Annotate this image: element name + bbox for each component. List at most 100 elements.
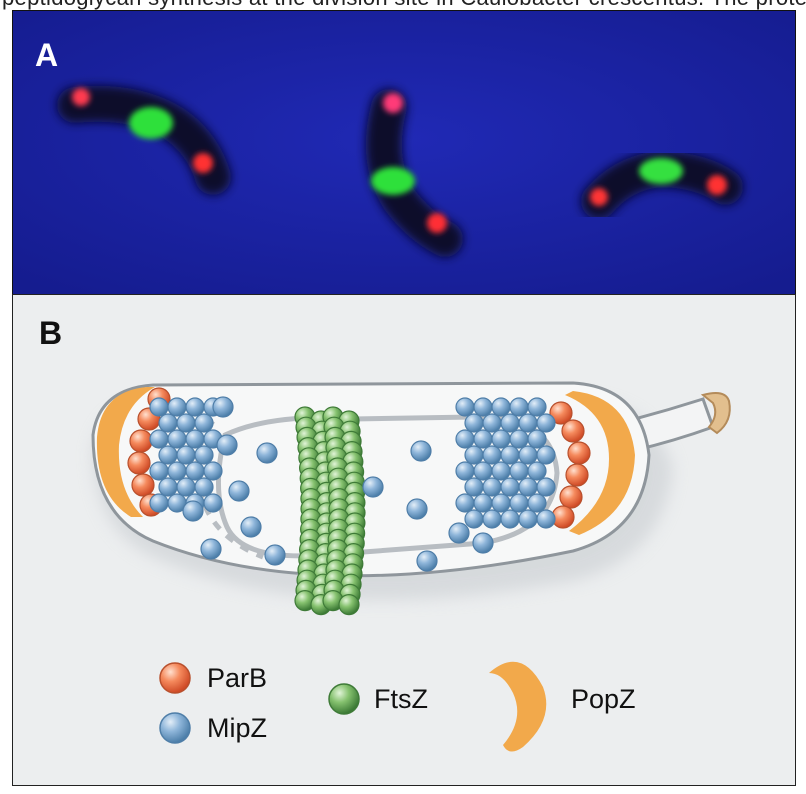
mipz-particle [509, 461, 529, 481]
mipz-particle [182, 500, 204, 522]
cell-2-green-band [371, 167, 415, 195]
mipz-particle [455, 397, 475, 417]
parb-particle [561, 419, 585, 443]
cell-1-red-pole [72, 88, 90, 106]
legend-mipz-symbol [159, 712, 191, 744]
mipz-particle [536, 445, 556, 465]
parb-particle [549, 401, 573, 425]
legend-ftsz-symbol [328, 683, 360, 715]
mipz-particle [518, 445, 538, 465]
cell-schematic [91, 381, 731, 752]
mipz-particle [448, 522, 470, 544]
panel-a-label: A [35, 37, 59, 73]
mipz-particle [473, 429, 493, 449]
cell-1-red-pole-2 [193, 153, 213, 173]
ftsz-monomer [338, 594, 360, 616]
mipz-particle [149, 493, 169, 513]
mipz-particle [472, 532, 494, 554]
mipz-particle [406, 498, 428, 520]
cell-2-red-pole-2 [427, 213, 447, 233]
mipz-particle [203, 493, 223, 513]
caption-text: peptidoglycan synthesis at the division … [2, 0, 806, 10]
popz-new-pole [565, 391, 635, 535]
mipz-particle [464, 509, 484, 529]
mipz-particle [509, 429, 529, 449]
mipz-particle [473, 397, 493, 417]
legend-parb-label: ParB [207, 663, 268, 693]
legend-mipz-label: MipZ [207, 713, 267, 743]
mipz-particle [464, 413, 484, 433]
cell-2-red-pole [383, 93, 403, 113]
micrograph-image [13, 11, 795, 295]
mipz-particle [527, 493, 547, 513]
parb-particle [131, 473, 155, 497]
mipz-particle [518, 477, 538, 497]
cell-3-red-pole [590, 188, 608, 206]
mipz-particle [482, 509, 502, 529]
mipz-particle [500, 477, 520, 497]
mipz-particle [536, 509, 556, 529]
mipz-particle [176, 413, 196, 433]
ftsz-ring [294, 406, 366, 616]
mipz-particle [527, 461, 547, 481]
mipz-cluster [149, 396, 556, 572]
mipz-particle [536, 413, 556, 433]
legend-popz-symbol [489, 661, 547, 752]
cell-1-green-band [129, 107, 173, 139]
mipz-particle [416, 550, 438, 572]
mipz-particle [473, 493, 493, 513]
mipz-particle [149, 429, 169, 449]
mipz-particle [482, 413, 502, 433]
mipz-particle [149, 397, 169, 417]
mipz-particle [167, 461, 187, 481]
mipz-particle [464, 445, 484, 465]
parb-particle [565, 463, 589, 487]
caption-fragment: peptidoglycan synthesis at the division … [0, 0, 806, 10]
mipz-particle [491, 429, 511, 449]
cell-1 [57, 85, 231, 195]
mipz-particle [149, 461, 169, 481]
mipz-particle [158, 413, 178, 433]
parb-particle [129, 429, 153, 453]
mipz-particle [185, 461, 205, 481]
mipz-particle [455, 493, 475, 513]
panel-b-label: B [39, 315, 63, 351]
mipz-particle [491, 461, 511, 481]
mipz-particle [212, 396, 234, 418]
cell-3 [581, 150, 743, 219]
mipz-particle [185, 429, 205, 449]
parb-particle [567, 441, 591, 465]
mipz-particle [216, 434, 238, 456]
mipz-particle [491, 397, 511, 417]
mipz-particle [527, 429, 547, 449]
mipz-particle [491, 493, 511, 513]
legend-popz-label: PopZ [571, 684, 636, 714]
mipz-particle [464, 477, 484, 497]
mipz-particle [500, 445, 520, 465]
mipz-particle [509, 493, 529, 513]
cell-2 [365, 89, 463, 257]
cell-3-red-pole-2 [707, 175, 727, 195]
mipz-particle [256, 442, 278, 464]
mipz-particle [410, 440, 432, 462]
mipz-particle [527, 397, 547, 417]
mipz-particle [362, 476, 384, 498]
mipz-particle [264, 544, 286, 566]
mipz-particle [500, 413, 520, 433]
legend-ftsz-label: FtsZ [374, 684, 428, 714]
mipz-particle [194, 445, 214, 465]
mipz-particle [194, 477, 214, 497]
mipz-particle [482, 477, 502, 497]
mipz-particle [509, 397, 529, 417]
mipz-particle [455, 429, 475, 449]
mipz-particle [228, 480, 250, 502]
popz-old-pole [96, 387, 155, 517]
legend-parb-symbol [159, 662, 191, 694]
mipz-particle [158, 445, 178, 465]
panel-b-schematic: B ParB MipZ FtsZ PopZ [12, 294, 796, 786]
mipz-particle [455, 461, 475, 481]
parb-cluster [127, 387, 591, 529]
cell-3-green-band [639, 158, 683, 184]
mipz-particle [518, 413, 538, 433]
mipz-particle [176, 477, 196, 497]
